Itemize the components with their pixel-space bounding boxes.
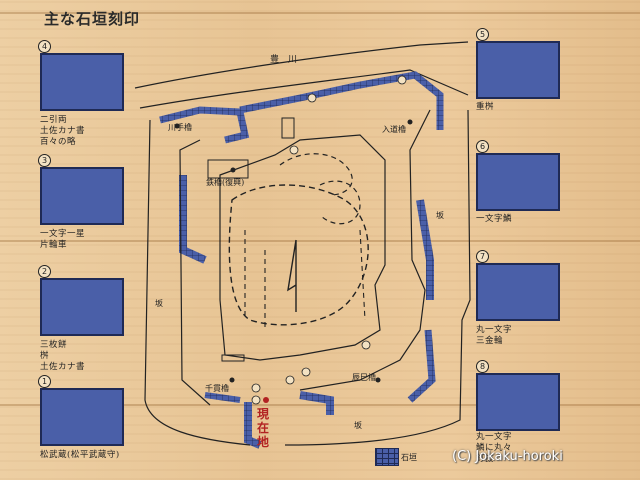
marker-number: 7 <box>476 250 489 263</box>
keep-outline <box>219 134 386 361</box>
dashed-path-north <box>279 153 353 196</box>
marker-number: 3 <box>38 154 51 167</box>
senkan-tower-label: 千貫櫓 <box>205 384 229 393</box>
plank-seam <box>0 404 640 406</box>
stone-mark-panel-7 <box>476 263 560 321</box>
slope-label: 坂 <box>354 421 362 430</box>
north-arrow <box>287 239 297 312</box>
tetsu-tower-label: 鉄櫓(復興) <box>206 178 245 187</box>
panel-caption: 丸一文字鱗に丸々釘抜 <box>476 432 513 464</box>
inner-boundary <box>179 109 431 406</box>
stone-wall-south <box>299 391 334 415</box>
tower-marker <box>229 377 235 383</box>
stone-mark-panel-2 <box>40 278 124 336</box>
current-location-marker <box>263 397 269 403</box>
panel-caption: 丸一文字三金輪 <box>476 325 513 346</box>
marker-number: 4 <box>38 40 51 53</box>
stone-mark-panel-8 <box>476 373 560 431</box>
panel-caption: 一文字鱗 <box>476 214 513 224</box>
current-location-label: 現在地 <box>256 407 269 449</box>
stone-wall-north <box>239 71 444 130</box>
dashed-path-circle <box>319 180 361 225</box>
stone-mark-panel-5 <box>476 41 560 99</box>
slope-label: 坂 <box>155 299 163 308</box>
plank-seam <box>0 240 640 242</box>
dashed-path-main <box>228 184 369 326</box>
stone-wall-southwest <box>204 392 241 403</box>
nyudo-tower-label: 入道櫓 <box>382 125 406 134</box>
marker-number: 2 <box>38 265 51 278</box>
marker-number: 8 <box>476 360 489 373</box>
marker-number: 5 <box>476 28 489 41</box>
stone-wall-northwest <box>159 106 250 144</box>
stone-mark-panel-3 <box>40 167 124 225</box>
tower-marker <box>230 167 236 173</box>
stone-mark-panel-4 <box>40 53 124 111</box>
panel-caption: 松武蔵(松平武蔵守) <box>40 450 120 460</box>
marker-number: 1 <box>38 375 51 388</box>
stone-wall-legend-swatch <box>375 448 399 466</box>
panel-caption: 一文字一星片輪車 <box>40 229 86 250</box>
outer-boundary <box>144 109 471 446</box>
river-bank-lower <box>139 69 469 109</box>
dashed-path-inner <box>244 229 366 330</box>
stone-mark-panel-6 <box>476 153 560 211</box>
slope-label: 坂 <box>436 211 444 220</box>
tower-marker <box>407 119 413 125</box>
stone-wall-southeast <box>407 329 436 403</box>
stone-wall-gate <box>244 402 262 449</box>
kawate-tower-label: 川手櫓 <box>168 123 192 132</box>
panel-caption: 二引両土佐カナ書百々の略 <box>40 115 86 147</box>
stone-wall-legend-label: 石垣 <box>401 453 417 462</box>
panel-caption: 三枚餅桝土佐カナ書 <box>40 340 86 372</box>
marker-number: 6 <box>476 140 489 153</box>
copyright-watermark: (C) Jokaku-horoki <box>452 449 563 464</box>
stone-mark-panel-1 <box>40 388 124 446</box>
panel-caption: 重桝 <box>476 102 495 112</box>
river-label: 豊 川 <box>270 55 298 65</box>
river-bank-upper <box>134 41 469 89</box>
board-title: 主な石垣刻印 <box>44 10 141 28</box>
stone-wall-east <box>416 199 434 300</box>
tower-marker <box>174 123 180 129</box>
plank-seam <box>0 12 640 14</box>
stone-wall-west <box>179 175 207 264</box>
tatsumi-tower-label: 辰巳櫓 <box>352 373 376 382</box>
tower-marker <box>375 377 381 383</box>
